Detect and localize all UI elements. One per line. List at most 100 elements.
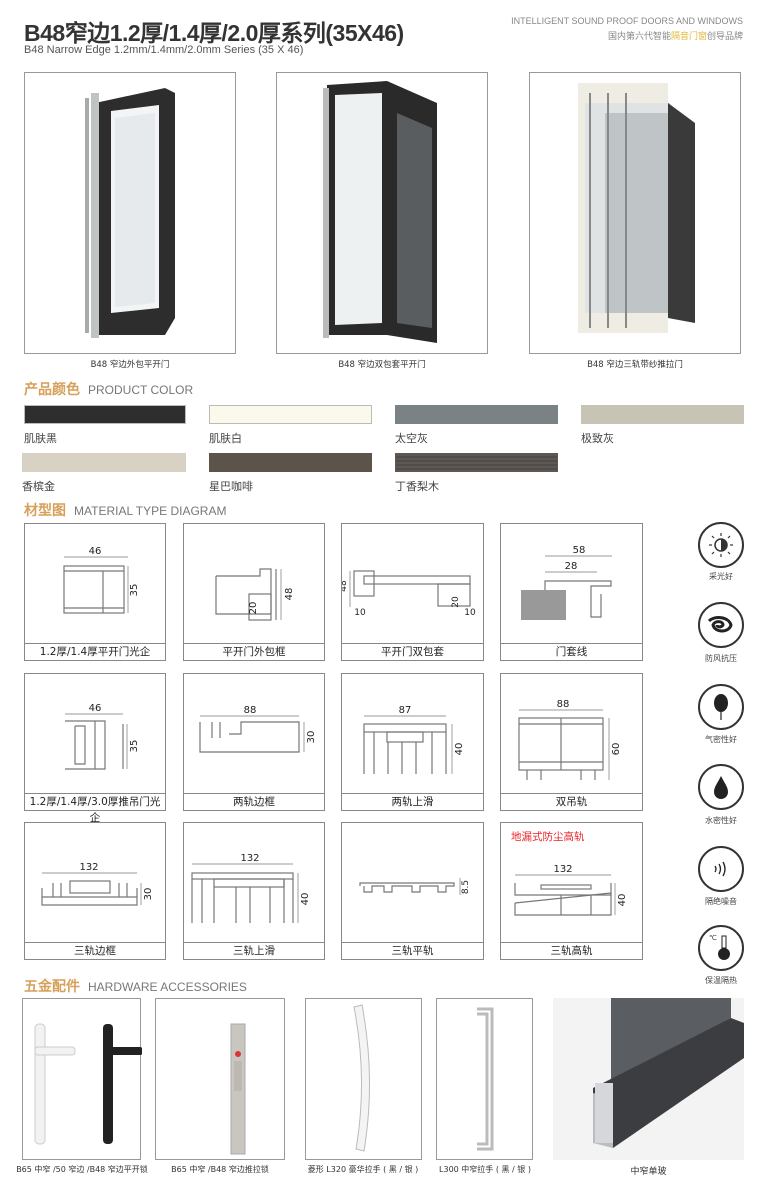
- heading-en: PRODUCT COLOR: [88, 383, 194, 397]
- color-label: 肌肤白: [209, 432, 242, 445]
- heading-en: MATERIAL TYPE DIAGRAM: [74, 504, 227, 518]
- dim-height: 48: [342, 580, 349, 592]
- profile-diagram: 88 60 双吊轨: [500, 673, 643, 811]
- feature-label: 气密性好: [705, 735, 737, 744]
- profile-caption: 平开门外包框: [184, 643, 324, 660]
- product-caption: B48 窄边双包套平开门: [338, 360, 426, 370]
- dim-width: 88: [244, 705, 257, 716]
- color-swatch-black: [24, 405, 186, 424]
- profile-diagram: 46 35 1.2厚/1.4厚/3.0厚推吊门光企: [24, 673, 166, 824]
- tagline-pre: 国内第六代智能: [607, 32, 671, 42]
- profile-diagram: 88 30 两轨边框: [183, 673, 325, 811]
- profile-caption: 门套线: [501, 643, 642, 660]
- celsius-symbol: ℃: [709, 934, 717, 942]
- sun-icon: [698, 522, 744, 568]
- feature-label: 隔绝噪音: [705, 897, 737, 906]
- profile-caption: 两轨边框: [184, 793, 324, 810]
- balloon-icon: [698, 684, 744, 730]
- hardware-caption: B65 中窄 /50 窄边 /B48 窄边平开锁: [16, 1165, 148, 1174]
- dim-height: 30: [306, 731, 317, 744]
- profile-diagram: 48 20 平开门外包框: [183, 523, 325, 661]
- profile-diagram: 132 30 三轨边框: [24, 822, 166, 960]
- color-label: 太空灰: [395, 432, 428, 445]
- profile-drawing: 87 40: [363, 705, 465, 774]
- page-subtitle: B48 Narrow Edge 1.2mm/1.4mm/2.0mm Series…: [24, 44, 304, 56]
- profile-diagram: 地漏式防尘高轨 132 40 三轨高轨: [500, 822, 643, 960]
- hardware-caption: B65 中窄 /B48 窄边推拉锁: [171, 1165, 269, 1174]
- page-title: B48窄边1.2厚/1.4厚/2.0厚系列(35X46): [24, 20, 404, 46]
- dim-left-width: 10: [354, 608, 366, 618]
- hardware-pull-handle: [436, 998, 533, 1160]
- heading-en: HARDWARE ACCESSORIES: [88, 980, 247, 994]
- hardware-single-glass-profile: [553, 998, 744, 1160]
- color-label: 极致灰: [581, 432, 614, 445]
- profile-drawing: 46 35: [65, 703, 140, 770]
- feature-watertight: [698, 764, 744, 810]
- door-frame-illustration: [323, 81, 437, 343]
- dim-width: 46: [89, 546, 102, 557]
- profile-caption: 1.2厚/1.4厚平开门光企: [25, 643, 165, 660]
- tagline-post: 创导品牌: [706, 32, 743, 42]
- heading-cn: 产品颜色: [24, 382, 80, 398]
- color-label: 丁香梨木: [395, 480, 439, 493]
- hardware-diamond-handle: [305, 998, 422, 1160]
- sliding-lock-illustration: [230, 1023, 246, 1155]
- profile-caption: 三轨边框: [25, 942, 165, 959]
- color-label: 香槟金: [22, 480, 55, 493]
- feature-airtight: [698, 684, 744, 730]
- profile-drawing: 48 20: [215, 568, 295, 621]
- profile-caption: 两轨上滑: [342, 793, 483, 810]
- profile-drawing: 132 30: [41, 862, 154, 906]
- hardware-heading: 五金配件 HARDWARE ACCESSORIES: [24, 976, 247, 996]
- lock-handles-illustration: [34, 1023, 143, 1145]
- hardware-caption: L300 中窄拉手 ( 黑 / 银 ): [439, 1165, 531, 1174]
- profile-diagram: 58 28 门套线: [500, 523, 643, 661]
- color-label: 肌肤黑: [24, 432, 57, 445]
- product-caption: B48 窄边三轨带纱推拉门: [587, 360, 683, 370]
- handle-illustration: [353, 1004, 371, 1152]
- dim-height: 40: [300, 893, 311, 906]
- heading-cn: 五金配件: [24, 979, 80, 995]
- feature-label: 保温隔热: [705, 976, 737, 985]
- tagline-cn: 国内第六代智能隔音门窗创导品牌: [608, 29, 743, 42]
- profile-drawing: 88 30: [199, 705, 317, 753]
- dim-width: 132: [553, 864, 572, 875]
- profile-drawing: 46 35: [63, 546, 140, 614]
- color-swatch-space-gray: [395, 405, 558, 424]
- dim-width: 88: [557, 699, 570, 710]
- profile-drawing: 58 28: [521, 545, 612, 620]
- product-image-sliding-door: [529, 72, 741, 354]
- product-image-double-casing-door: [276, 72, 488, 354]
- profile-diagram: 132 40 三轨上滑: [183, 822, 325, 960]
- profile-caption: 平开门双包套: [342, 643, 483, 660]
- glass-profile-illustration: [593, 998, 744, 1148]
- dim-height: 40: [454, 743, 465, 756]
- profile-drawing: 48 10 20 10: [342, 570, 476, 618]
- profile-diagram: 46 35 1.2厚/1.4厚平开门光企: [24, 523, 166, 661]
- profile-caption: 三轨上滑: [184, 942, 324, 959]
- feature-label: 水密性好: [705, 816, 737, 825]
- sound-wave-icon: [698, 846, 744, 892]
- color-swatch-white: [209, 405, 372, 424]
- product-image-outer-casement-door: [24, 72, 236, 354]
- door-frame-illustration: [85, 88, 175, 338]
- dim-right-width: 10: [464, 608, 476, 618]
- profile-drawing: 8.5: [359, 878, 471, 895]
- thermometer-icon: ℃: [698, 925, 744, 971]
- dim-inner: 28: [565, 561, 578, 572]
- dim-height: 48: [284, 588, 295, 601]
- profile-note: 地漏式防尘高轨: [511, 831, 585, 843]
- product-caption: B48 窄边外包平开门: [90, 360, 170, 370]
- feature-label: 防风抗压: [705, 654, 737, 663]
- profile-drawing: 132 40: [191, 853, 311, 923]
- color-swatch-champagne: [22, 453, 186, 472]
- dim-width: 132: [79, 862, 98, 873]
- dim-width: 132: [240, 853, 259, 864]
- product-color-heading: 产品颜色 PRODUCT COLOR: [24, 379, 193, 399]
- color-label: 星巴咖啡: [209, 480, 253, 493]
- dim-height: 60: [611, 743, 622, 756]
- dim-width: 58: [573, 545, 586, 556]
- profile-caption: 三轨高轨: [501, 942, 642, 959]
- tagline-en: INTELLIGENT SOUND PROOF DOORS AND WINDOW…: [511, 16, 743, 26]
- profile-caption: 1.2厚/1.4厚/3.0厚推吊门光企: [25, 793, 165, 824]
